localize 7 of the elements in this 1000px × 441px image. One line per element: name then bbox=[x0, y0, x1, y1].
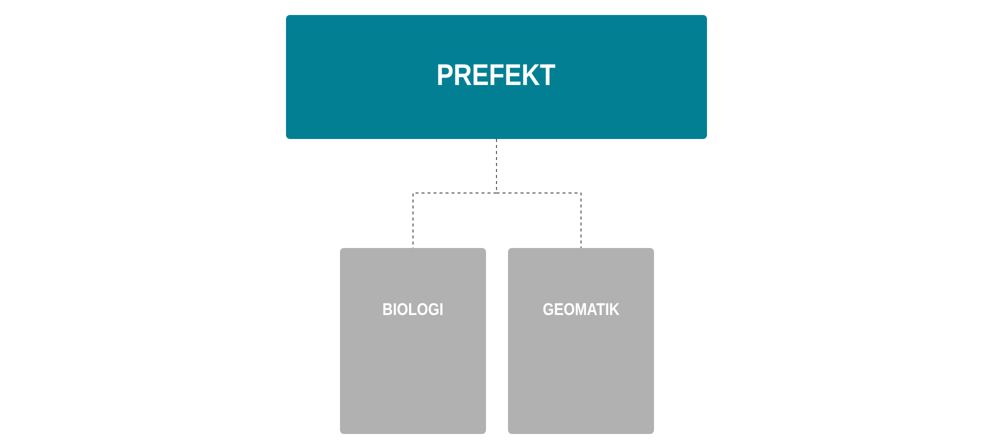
department-box bbox=[508, 248, 654, 434]
title-text: PREFEKT bbox=[436, 59, 556, 93]
department-label: GEOMATIK bbox=[542, 300, 620, 320]
header-box bbox=[286, 15, 707, 139]
department-box bbox=[340, 248, 486, 434]
connector-line bbox=[496, 138, 582, 248]
department-label: BIOLOGI bbox=[382, 300, 444, 320]
